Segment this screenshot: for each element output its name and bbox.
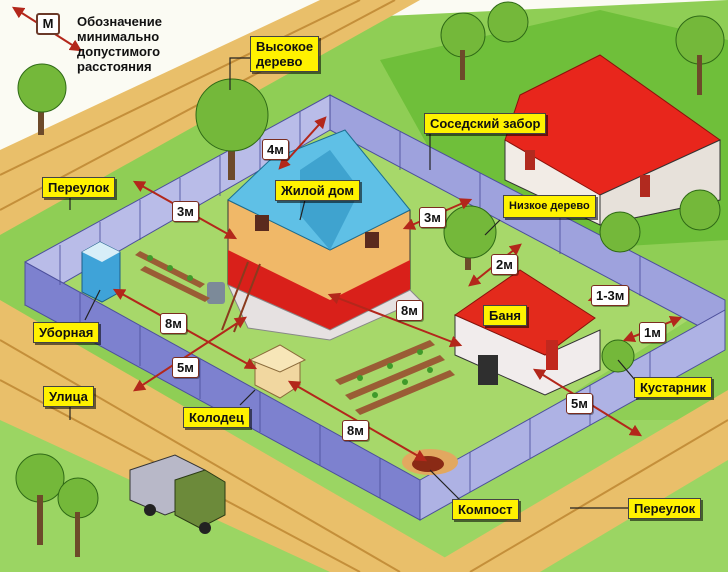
distance-house-bath: 8м: [396, 300, 423, 321]
legend-line: Обозначение: [77, 14, 162, 29]
label-lane-bottom: Переулок: [628, 498, 702, 519]
distance-house-lane: 3м: [172, 201, 199, 222]
label-shrub: Кустарник: [634, 377, 712, 398]
label-compost: Компост: [452, 499, 519, 520]
label-bathhouse: Баня: [483, 305, 528, 326]
distance-well-compost: 8м: [342, 420, 369, 441]
shrub: [601, 339, 635, 373]
legend-text: Обозначение минимально допустимого расст…: [77, 14, 197, 74]
distance-low-tree-fence: 2м: [491, 254, 518, 275]
distance-bath-lane: 5м: [566, 393, 593, 414]
distance-house-neighbor-fence: 3м: [419, 207, 446, 228]
legend-line: допустимого: [77, 44, 161, 59]
label-low-tree: Низкое дерево: [503, 195, 596, 218]
trees: [15, 1, 725, 557]
distance-toilet-well: 8м: [160, 313, 187, 334]
label-line: дерево: [256, 54, 303, 69]
barrel: [207, 282, 225, 304]
label-well: Колодец: [183, 407, 250, 428]
distance-house-tall-tree: 4м: [262, 139, 289, 160]
legend-line: минимально: [77, 29, 160, 44]
distance-bath-fence: 1-3м: [591, 285, 630, 306]
legend-symbol: М: [36, 13, 60, 35]
distance-shrub-fence: 1м: [639, 322, 666, 343]
distance-well-street: 5м: [172, 357, 199, 378]
label-line: Высокое: [256, 39, 314, 54]
label-lane-top: Переулок: [42, 177, 116, 198]
label-street: Улица: [43, 386, 94, 407]
neighbor-house: [504, 54, 721, 226]
label-tall-tree: Высокое дерево: [250, 36, 320, 72]
lane-bottom-road: [420, 390, 728, 572]
label-neighbor-fence: Соседский забор: [424, 113, 547, 134]
label-toilet: Уборная: [33, 322, 100, 343]
outhouse-toilet: [81, 241, 121, 303]
truck: [129, 454, 226, 534]
label-house: Жилой дом: [275, 180, 361, 201]
legend-line: расстояния: [77, 59, 152, 74]
